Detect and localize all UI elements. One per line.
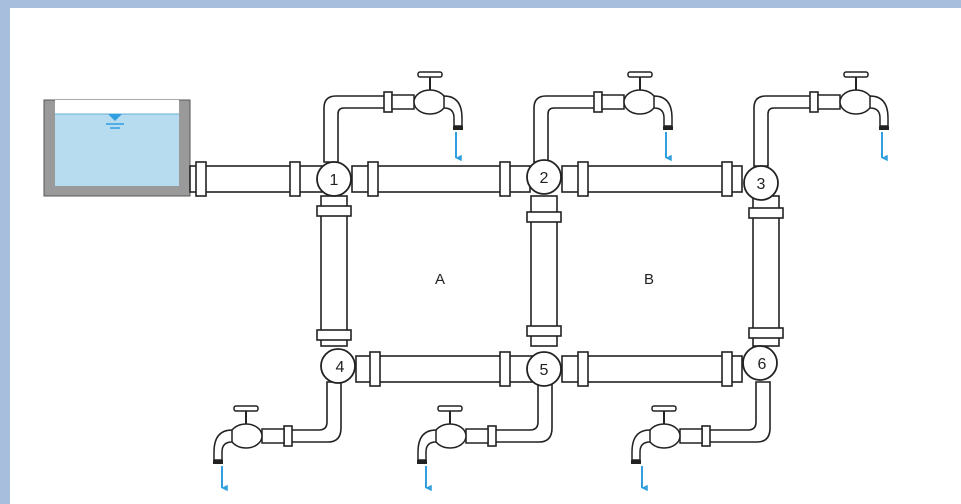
node-2-label: 2 (540, 170, 549, 187)
pipe-5-6 (561, 351, 743, 387)
pipe-3-6 (748, 195, 784, 347)
water-level-symbol (106, 114, 124, 129)
node-5-label: 5 (540, 362, 549, 379)
pipe-2-3 (561, 161, 743, 197)
node-5: 5 (526, 351, 562, 387)
diagram-canvas: 1 2 3 4 5 6 A B (10, 8, 961, 504)
reservoir-tank (43, 99, 191, 197)
loop-a-label: A (435, 271, 445, 288)
node-2: 2 (526, 159, 562, 195)
outlet-1 (323, 71, 464, 163)
pipe-1-2 (351, 161, 531, 197)
pipe-1-4 (316, 195, 352, 347)
pipe-reservoir-1 (189, 161, 331, 197)
node-4: 4 (320, 348, 356, 384)
node-1: 1 (316, 161, 352, 197)
outlet-2 (533, 71, 674, 163)
node-3-label: 3 (757, 176, 766, 193)
pipe-2-5 (526, 195, 562, 347)
node-4-label: 4 (336, 359, 345, 376)
node-1-label: 1 (330, 172, 339, 189)
outlet-3 (753, 71, 890, 167)
pipe-4-5 (355, 351, 533, 387)
node-6-label: 6 (758, 356, 767, 373)
loop-b-label: B (644, 271, 654, 288)
node-3: 3 (743, 165, 779, 201)
outlet-4 (212, 381, 342, 492)
outlet-6 (630, 381, 771, 492)
node-6: 6 (742, 345, 778, 381)
outlet-5 (416, 381, 553, 492)
pipe-network-diagram: 1 2 3 4 5 6 A B (43, 71, 890, 492)
